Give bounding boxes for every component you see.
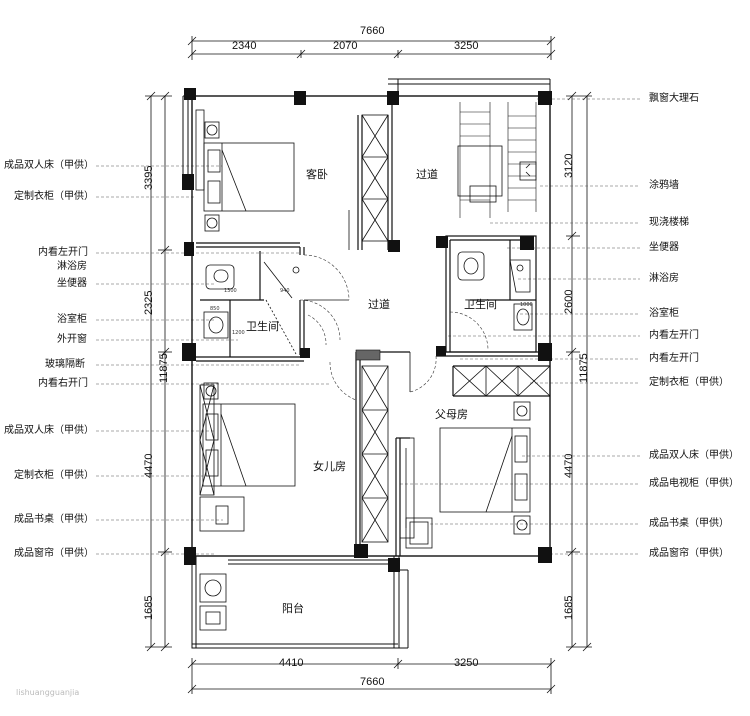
- right-label-marble-sill: 飘窗大理石: [649, 93, 699, 104]
- bottom-dim-1: 4410: [279, 657, 304, 669]
- left-label-window: 外开窗: [57, 334, 87, 345]
- left-label-shower: 淋浴房: [57, 261, 87, 272]
- small-dim-1000: 1000: [520, 302, 533, 308]
- room-bathroom-right: 卫生间: [464, 298, 497, 311]
- left-label-toilet: 坐便器: [57, 278, 87, 289]
- left-label-curtain: 成品窗帘（甲供）: [14, 548, 94, 559]
- left-label-glass-partition: 玻璃隔断: [45, 359, 85, 370]
- left-label-wardrobe-2: 定制衣柜（甲供）: [14, 470, 94, 481]
- room-guest-bedroom: 客卧: [306, 168, 328, 181]
- left-label-door-right: 内看右开门: [38, 378, 88, 389]
- left-label-bed-2: 成品双人床（甲供）: [4, 425, 94, 436]
- room-parents: 父母房: [435, 408, 468, 421]
- left-label-vanity: 浴室柜: [57, 314, 87, 325]
- small-dim-850: 850: [210, 306, 220, 312]
- top-dim-3: 3250: [454, 40, 479, 52]
- right-label-wardrobe: 定制衣柜（甲供）: [649, 377, 729, 388]
- left-label-desk: 成品书桌（甲供）: [14, 514, 94, 525]
- room-balcony: 阳台: [282, 602, 304, 615]
- right-label-stairs: 现浇楼梯: [649, 217, 689, 228]
- top-total-dim: 7660: [360, 25, 385, 37]
- right-label-shower: 淋浴房: [649, 273, 679, 284]
- right-dim-2600: 2600: [563, 289, 575, 314]
- right-label-desk: 成品书桌（甲供）: [649, 518, 729, 529]
- right-label-door-left-2: 内看左开门: [649, 353, 699, 364]
- right-dim-3120: 3120: [563, 153, 575, 178]
- right-dim-1685: 1685: [563, 595, 575, 620]
- right-label-vanity: 浴室柜: [649, 308, 679, 319]
- bottom-total-dim: 7660: [360, 676, 385, 688]
- small-dim-940: 940: [280, 288, 290, 294]
- left-dim-4470: 4470: [143, 453, 155, 478]
- left-label-door-left: 内看左开门: [38, 247, 88, 258]
- small-dim-1200: 1200: [232, 330, 245, 336]
- room-daughter: 女儿房: [313, 460, 346, 473]
- left-dim-2325: 2325: [143, 290, 155, 315]
- left-label-wardrobe: 定制衣柜（甲供）: [14, 191, 94, 202]
- right-label-bed: 成品双人床（甲供）: [649, 450, 739, 461]
- right-dim-4470: 4470: [563, 453, 575, 478]
- watermark: lishuangguanjia: [16, 688, 80, 697]
- room-bathroom-left: 卫生间: [246, 320, 279, 333]
- room-corridor-top: 过道: [416, 168, 438, 181]
- left-dim-3395: 3395: [143, 165, 155, 190]
- top-dim-1: 2340: [232, 40, 257, 52]
- top-dim-2: 2070: [333, 40, 358, 52]
- right-dim-11875: 11875: [578, 353, 590, 383]
- room-corridor-mid: 过道: [368, 298, 390, 311]
- left-label-bed: 成品双人床（甲供）: [4, 160, 94, 171]
- small-dim-1300: 1300: [224, 288, 237, 294]
- right-label-toilet: 坐便器: [649, 242, 679, 253]
- right-label-tv-cabinet: 成品电视柜（甲供）: [649, 478, 739, 489]
- left-dim-11875: 11875: [158, 353, 170, 383]
- left-dim-1685: 1685: [143, 595, 155, 620]
- bottom-dim-2: 3250: [454, 657, 479, 669]
- right-label-curtain: 成品窗帘（甲供）: [649, 548, 729, 559]
- right-label-graffiti-wall: 涂鸦墙: [649, 180, 679, 191]
- right-label-door-left-1: 内看左开门: [649, 330, 699, 341]
